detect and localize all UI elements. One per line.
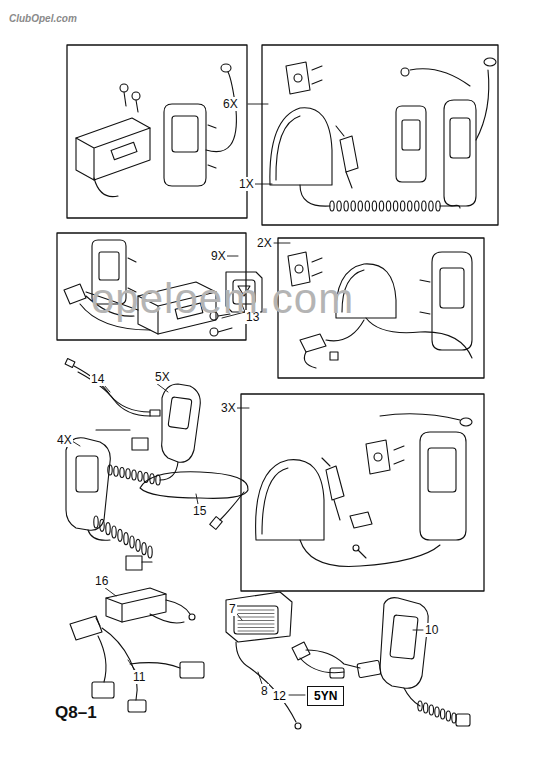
watermark: ClubOpel.com xyxy=(8,12,78,26)
callout-number: 12 xyxy=(273,689,286,703)
holder-4x xyxy=(66,438,152,570)
antenna-cable xyxy=(65,359,160,416)
speaker-and-cable xyxy=(226,592,301,729)
part-code-box: 125YN xyxy=(307,686,344,706)
callout-number: 6X xyxy=(222,97,239,111)
kit-3x xyxy=(256,414,472,567)
callout-number: 3X xyxy=(220,401,237,415)
figure-number: Q8–1 xyxy=(54,703,98,723)
kit-1x xyxy=(270,58,496,211)
leader-lines xyxy=(72,104,423,695)
group-frames xyxy=(57,45,498,591)
callout-number: 2X xyxy=(256,236,273,250)
callout-number: 7 xyxy=(228,602,237,616)
harness-12 xyxy=(292,642,381,678)
watermark: opeloem.com xyxy=(90,276,355,322)
holder-10 xyxy=(380,598,470,726)
callout-number: 5X xyxy=(154,370,171,384)
part-code: 5YN xyxy=(314,689,337,703)
callout-number: 11 xyxy=(132,670,146,684)
loop-antenna xyxy=(140,472,248,530)
callout-number: 4X xyxy=(56,433,73,447)
callout-number: 9X xyxy=(210,249,227,263)
callout-number: 15 xyxy=(192,504,207,518)
kit-6x xyxy=(76,64,236,197)
callout-number: 8 xyxy=(260,684,269,698)
callout-number: 16 xyxy=(94,574,109,588)
interface-harness xyxy=(70,588,204,712)
holder-5x xyxy=(96,384,200,485)
callout-number: 10 xyxy=(424,623,439,637)
callout-number: 14 xyxy=(90,372,105,386)
callout-number: 1X xyxy=(238,177,255,191)
